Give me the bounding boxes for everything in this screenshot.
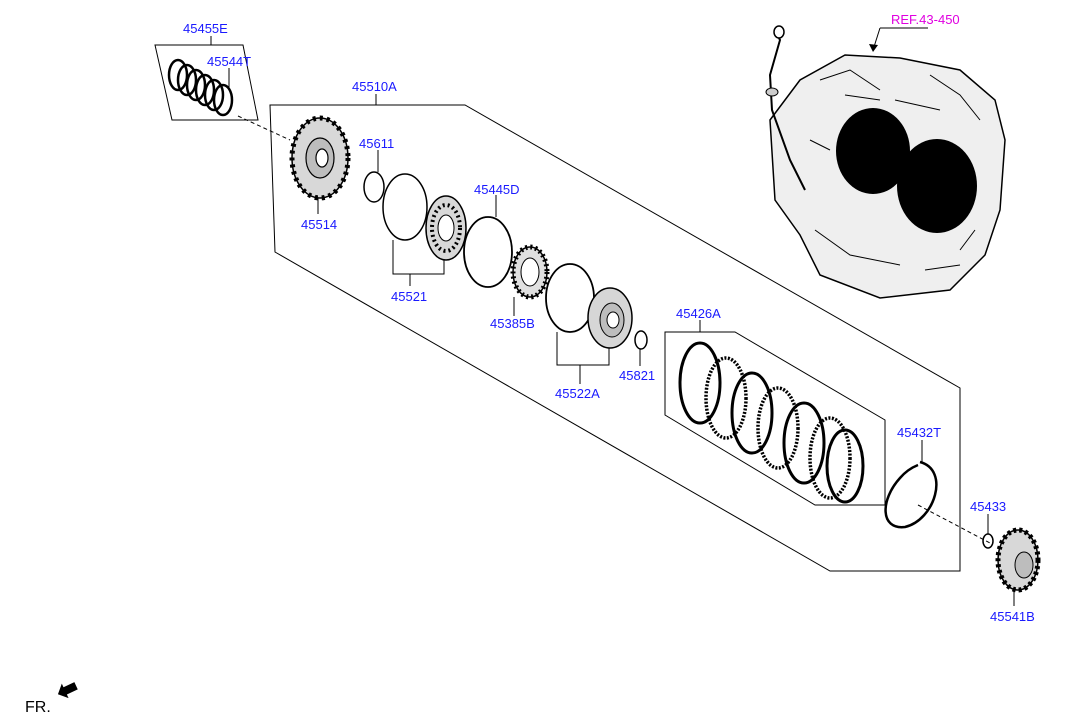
ring-45433 xyxy=(982,533,994,549)
bearing-45385B xyxy=(510,244,550,300)
piston-45521 xyxy=(425,195,467,261)
hub-45514 xyxy=(289,115,351,201)
label-45541B: 45541B xyxy=(990,609,1035,624)
seal-ring-45522A xyxy=(545,263,595,333)
front-arrow-icon xyxy=(57,682,78,699)
piston-45522A xyxy=(587,287,633,349)
spring-stack-45544T xyxy=(167,58,234,117)
label-45821: 45821 xyxy=(619,368,655,383)
front-marker-label: FR. xyxy=(25,699,51,716)
bracket-45522A xyxy=(556,332,610,366)
snap-ring-45821 xyxy=(634,330,648,350)
label-reference: REF.43-450 xyxy=(891,12,960,27)
transmission-housing-reference xyxy=(765,25,1006,299)
label-45432T: 45432T xyxy=(897,425,941,440)
snap-ring-45432T xyxy=(884,460,938,529)
label-45544T: 45544T xyxy=(207,54,251,69)
hub-45541B xyxy=(995,527,1041,593)
label-45455E: 45455E xyxy=(183,21,228,36)
spring-group-outline xyxy=(154,44,259,121)
bracket-45521 xyxy=(392,240,445,275)
label-45514: 45514 xyxy=(301,217,337,232)
label-45521: 45521 xyxy=(391,289,427,304)
label-45426A: 45426A xyxy=(676,306,721,321)
label-45611: 45611 xyxy=(359,136,394,151)
assembly-outline-45510A xyxy=(269,104,961,572)
label-45522A: 45522A xyxy=(555,386,600,401)
clutch-pack-outline-45426A xyxy=(664,331,886,506)
seal-ring-45521-a xyxy=(382,173,428,241)
label-45433: 45433 xyxy=(970,499,1006,514)
centerline-springs xyxy=(237,115,291,141)
label-45445D: 45445D xyxy=(474,182,520,197)
label-45385B: 45385B xyxy=(490,316,535,331)
clutch-plates-45426A xyxy=(678,341,865,504)
label-45510A: 45510A xyxy=(352,79,397,94)
ref-arrowhead xyxy=(869,44,878,52)
seal-ring-45445D xyxy=(463,216,513,288)
ring-45611 xyxy=(363,171,385,203)
